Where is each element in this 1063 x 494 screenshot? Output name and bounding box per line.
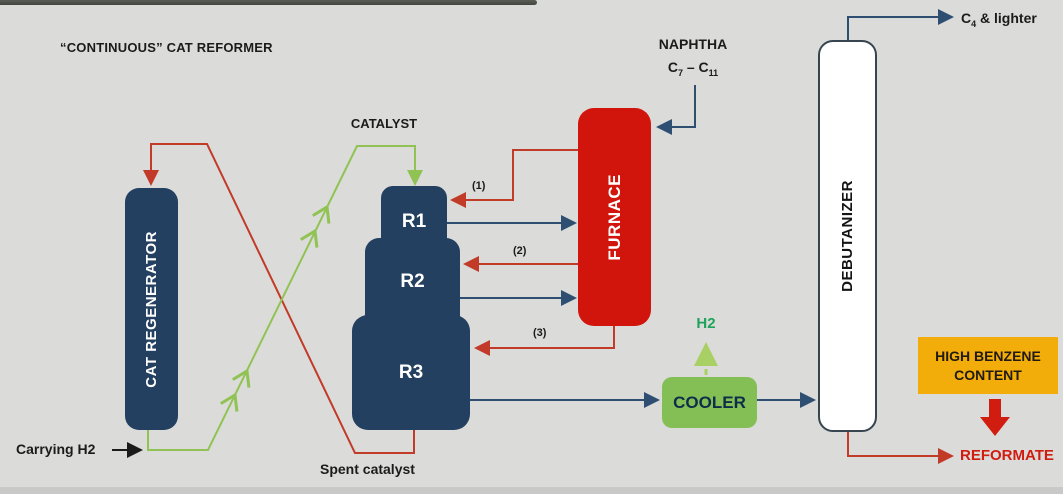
- stream-3-label: (3): [533, 327, 547, 339]
- reactor-r1-vessel: R1: [381, 186, 447, 258]
- reactor-r1-label: R1: [401, 211, 427, 232]
- h2-label: H2: [696, 315, 716, 332]
- cooler-label: COOLER: [673, 392, 746, 412]
- cooler-vessel: COOLER: [662, 377, 757, 428]
- spent-catalyst-line: [143, 143, 415, 454]
- reformate-label: REFORMATE: [960, 447, 1054, 464]
- debutanizer-vessel: DEBUTANIZER: [818, 40, 877, 432]
- high-benzene-callout: HIGH BENZENE CONTENT: [918, 337, 1058, 394]
- catalyst-return-line: [147, 145, 423, 451]
- bottom-strip: [0, 487, 1063, 494]
- high-benzene-line1: HIGH BENZENE: [935, 347, 1041, 364]
- stream-1-label: (1): [472, 180, 486, 192]
- benzene-down-arrow: [980, 399, 1010, 436]
- reactor-r3-label: R3: [398, 361, 424, 383]
- debutanizer-label: DEBUTANIZER: [839, 180, 856, 292]
- c4-lighter-label: C4 & lighter: [961, 10, 1037, 29]
- top-bar: [0, 0, 537, 5]
- cat-regenerator-label: CAT REGENERATOR: [143, 230, 160, 388]
- naphtha-label: NAPHTHA: [658, 36, 728, 52]
- carrying-h2-label: Carrying H2: [16, 441, 96, 457]
- naphtha-formula: C7 – C11: [667, 59, 719, 78]
- reactor-r2-label: R2: [400, 271, 425, 292]
- reactor-r3-vessel: R3: [352, 315, 470, 430]
- furnace-to-r3-line: [474, 326, 615, 356]
- c4-overhead-line: [847, 9, 954, 40]
- stream-2-label: (2): [513, 245, 527, 257]
- furnace-to-r1-line: [450, 149, 578, 208]
- cat-regenerator-vessel: CAT REGENERATOR: [125, 188, 178, 430]
- furnace-vessel: FURNACE: [578, 108, 651, 326]
- spent-catalyst-label: Spent catalyst: [320, 461, 415, 477]
- page-title: “CONTINUOUS” CAT REFORMER: [60, 40, 273, 55]
- catalyst-label: CATALYST: [350, 116, 418, 131]
- reformate-line: [847, 432, 954, 464]
- naphtha-feed-line: [656, 85, 696, 135]
- furnace-label: FURNACE: [604, 173, 624, 261]
- high-benzene-line2: CONTENT: [954, 366, 1022, 383]
- catalyst-flow-chevrons: [219, 204, 331, 412]
